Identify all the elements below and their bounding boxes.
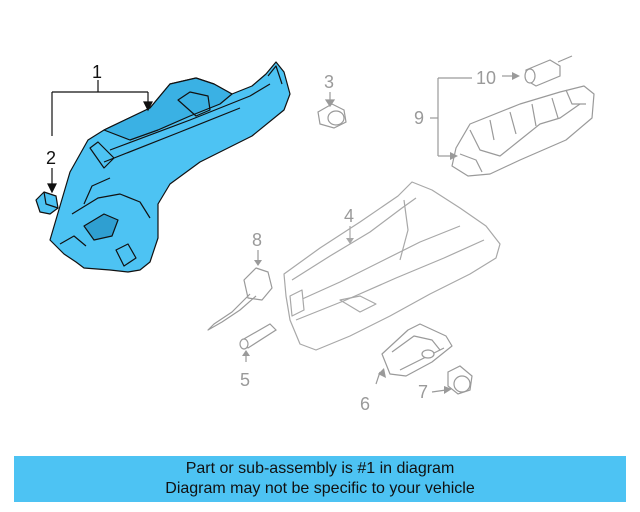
callout-6: 6 (360, 394, 370, 414)
callout-3: 3 (324, 72, 334, 92)
callout-2: 2 (46, 148, 56, 168)
part-4-glovebox-door[interactable] (283, 181, 501, 351)
part-2-clip[interactable] (35, 191, 59, 215)
part-7-cylinder[interactable] (431, 365, 473, 395)
callout-5: 5 (240, 370, 250, 390)
callout-1: 1 (92, 62, 102, 82)
parts-diagram: 1 2 3 4 5 6 7 8 9 10 (35, 55, 595, 414)
part-3-knob[interactable] (317, 92, 347, 129)
callout-7: 7 (418, 382, 428, 402)
callout-10: 10 (476, 68, 496, 88)
part-9-bracket[interactable] (430, 77, 595, 177)
part-5-pin[interactable] (239, 323, 277, 362)
part-1-housing[interactable] (49, 61, 291, 273)
part-8-damper[interactable] (207, 250, 273, 331)
part-6-latch[interactable] (375, 323, 453, 385)
banner-line-1: Part or sub-assembly is #1 in diagram (185, 460, 455, 477)
leader-lines-dark (47, 80, 153, 194)
banner-line-2: Diagram may not be specific to your vehi… (165, 480, 475, 497)
callout-8: 8 (252, 230, 262, 250)
callout-9: 9 (414, 108, 424, 128)
info-banner: Part or sub-assembly is #1 in diagram Di… (14, 456, 626, 502)
part-10-bolt[interactable] (502, 55, 573, 87)
callout-4: 4 (344, 206, 354, 226)
